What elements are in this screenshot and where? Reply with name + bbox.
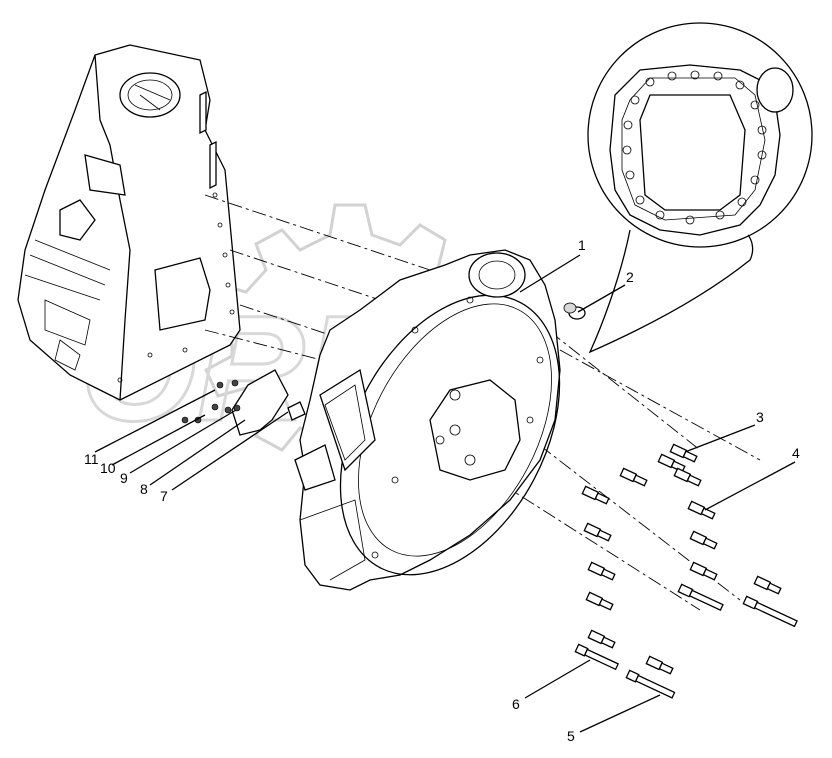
callout-1: 1 (578, 237, 586, 253)
callout-5: 5 (567, 728, 575, 744)
engine-block (17, 44, 241, 401)
callout-10: 10 (100, 460, 116, 476)
inset-detail-view (587, 22, 813, 354)
callout-9: 9 (120, 470, 128, 486)
plug-part (563, 302, 586, 320)
bolt-set (574, 443, 798, 699)
callout-7: 7 (160, 488, 168, 504)
callout-2: 2 (626, 269, 634, 285)
callout-4: 4 (792, 445, 800, 461)
leader-lines (94, 254, 796, 733)
callout-11: 11 (84, 451, 99, 467)
callout-6: 6 (512, 696, 520, 712)
callout-labels: 1 2 3 4 5 6 7 8 9 10 11 (84, 237, 800, 744)
callout-8: 8 (140, 481, 148, 497)
callout-3: 3 (756, 409, 764, 425)
flywheel-housing (294, 249, 561, 591)
cover-plate-assembly (181, 369, 306, 436)
